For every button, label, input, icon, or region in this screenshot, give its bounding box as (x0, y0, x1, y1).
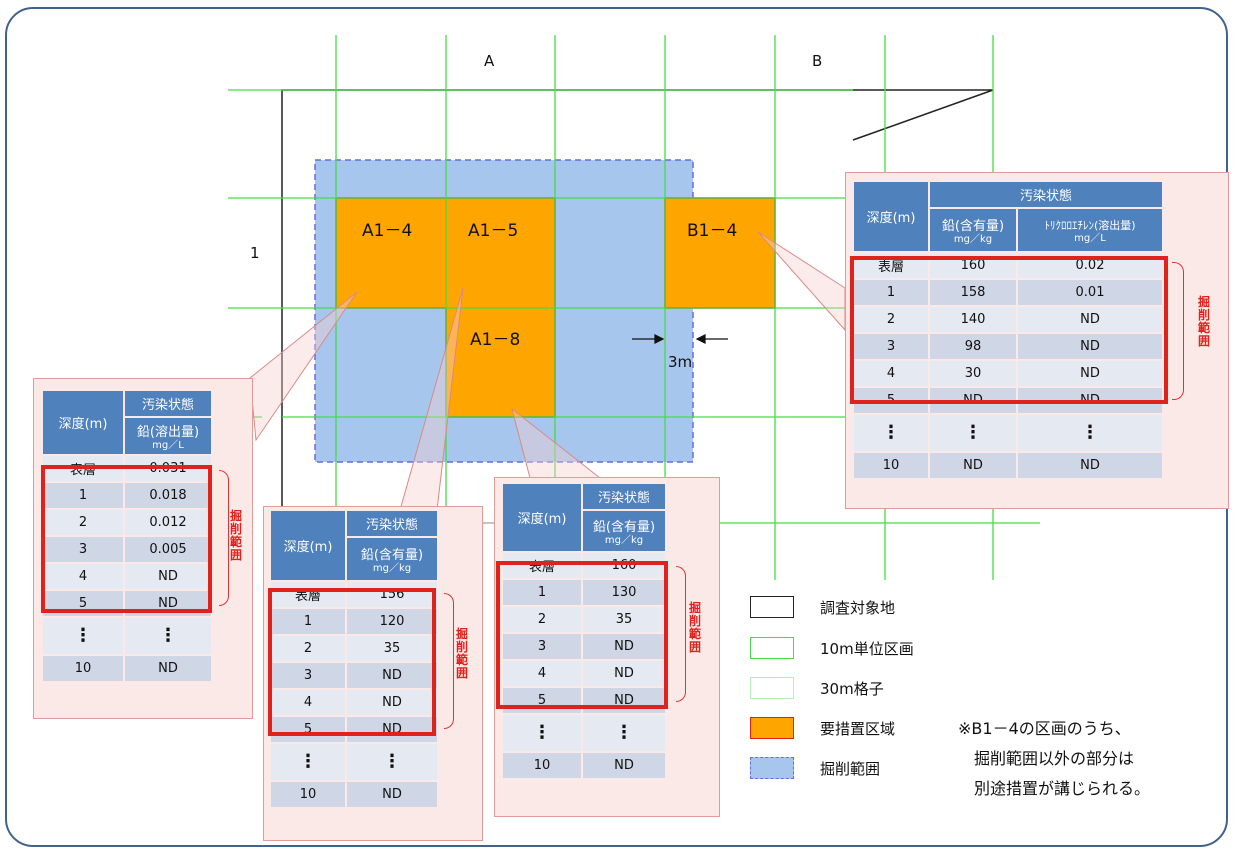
header-status: 汚染状態 (347, 511, 437, 536)
header-status: 汚染状態 (125, 391, 211, 416)
excavation-bracket (1172, 262, 1184, 400)
legend-swatch-30m (750, 677, 794, 699)
header-depth: 深度(m) (503, 484, 581, 551)
legend-swatch-action-zone (750, 717, 794, 739)
excavation-highlight (41, 465, 212, 613)
legend-swatch-10m (750, 637, 794, 659)
header-depth: 深度(m) (854, 182, 928, 251)
legend-swatch-excavation (750, 757, 794, 779)
legend-30m: 30m格子 (750, 677, 884, 699)
legend-10m: 10m単位区画 (750, 637, 914, 659)
header-depth: 深度(m) (271, 511, 345, 580)
excavation-bracket (444, 593, 454, 729)
action-zone-b1-4 (664, 197, 776, 309)
zone-label-b1-4: B1－4 (687, 221, 738, 241)
table-row: ⋮⋮⋮ (854, 415, 1162, 451)
zone-label-a1-4: A1－4 (362, 221, 413, 241)
column-label-a: A (484, 52, 495, 70)
excavation-highlight (268, 588, 436, 736)
legend-action-zone: 要措置区域 (750, 717, 895, 739)
excavation-bracket-label: 掘削範囲 (1198, 295, 1211, 348)
column-label-b: B (812, 52, 823, 70)
legend-excavation: 掘削範囲 (750, 757, 880, 779)
header-col1: 鉛(含有量)mg／kg (583, 511, 665, 551)
note-line-3: 別途措置が講じられる。 (974, 779, 1151, 798)
header-status: 汚染状態 (930, 182, 1162, 207)
table-row: ⋮⋮ (43, 618, 211, 654)
header-col1: 鉛(含有量)mg／kg (347, 538, 437, 580)
zone-label-a1-8: A1－8 (470, 330, 521, 350)
zone-label-a1-5: A1－5 (468, 221, 519, 241)
excavation-bracket-label: 掘削範囲 (689, 601, 702, 654)
legend-site: 調査対象地 (750, 596, 895, 618)
header-col1: 鉛(含有量)mg／kg (930, 209, 1016, 251)
excavation-highlight (850, 256, 1168, 404)
dimension-label: 3m (668, 353, 693, 371)
excavation-bracket-label: 掘削範囲 (456, 627, 469, 680)
dimension-arrows (632, 334, 728, 344)
header-status: 汚染状態 (583, 484, 665, 509)
excavation-bracket (676, 566, 686, 702)
header-depth: 深度(m) (43, 391, 123, 454)
excavation-bracket (219, 470, 229, 606)
header-col2: ﾄﾘｸﾛﾛｴﾁﾚﾝ(溶出量)mg／L (1018, 209, 1162, 251)
note-line-1: ※B1－4の区画のうち、 (958, 719, 1131, 738)
excavation-bracket-label: 掘削範囲 (230, 509, 243, 562)
legend-swatch-site (750, 596, 794, 618)
header-col1: 鉛(溶出量)mg／L (125, 418, 211, 454)
table-row: ⋮⋮ (271, 744, 437, 780)
row-label-1: 1 (250, 244, 260, 262)
excavation-highlight (496, 561, 668, 709)
note-line-2: 掘削範囲以外の部分は (974, 749, 1135, 768)
leader-lines (249, 231, 846, 511)
table-row: ⋮⋮ (503, 715, 665, 751)
